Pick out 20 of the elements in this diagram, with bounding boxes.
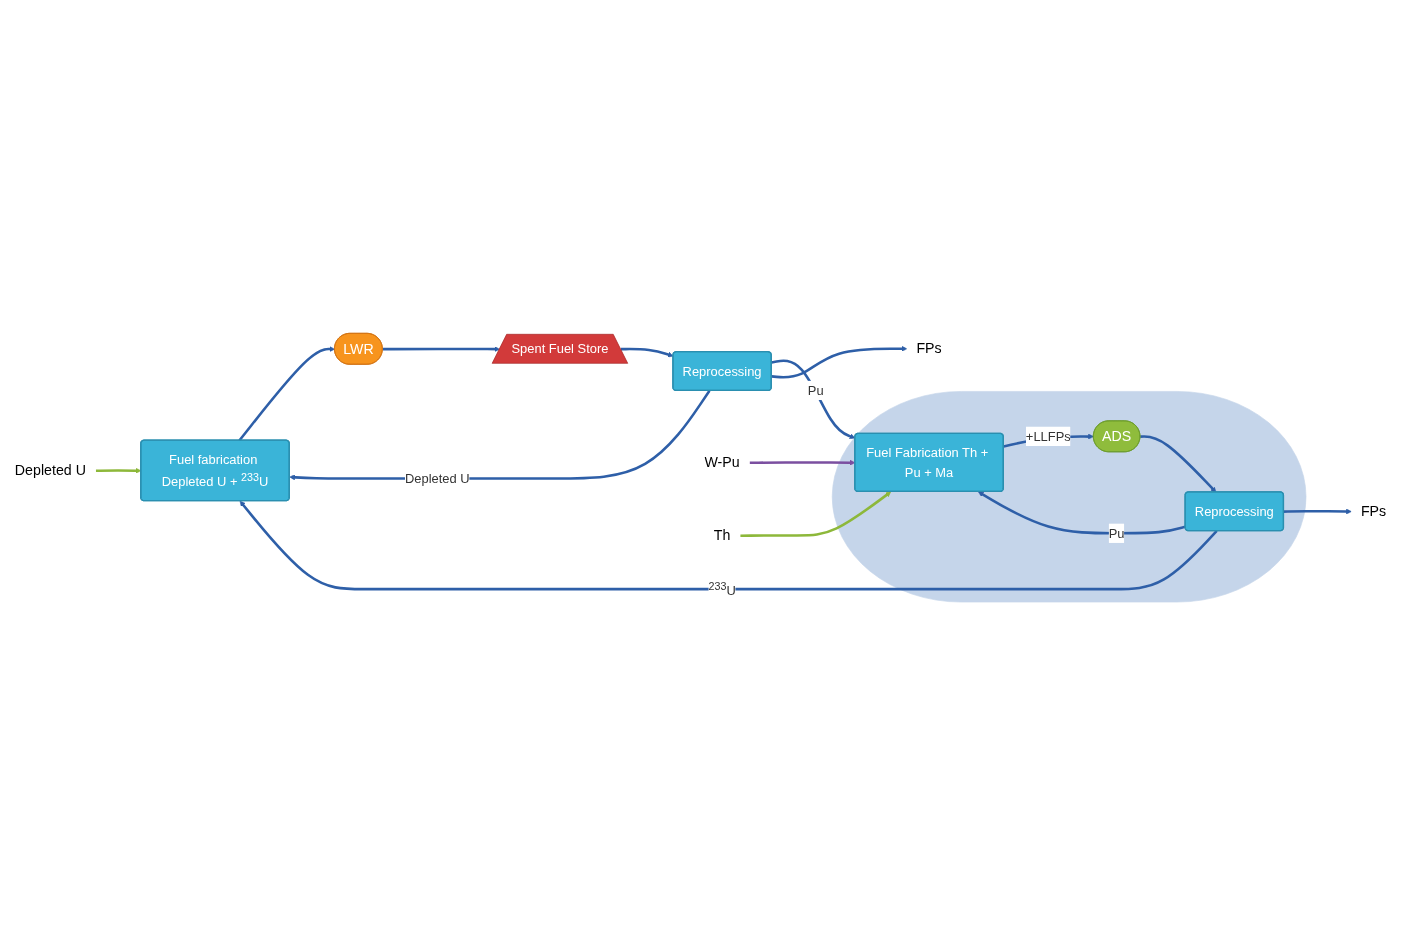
edge-label: Pu xyxy=(807,383,824,398)
node-text: FPs xyxy=(1360,503,1387,520)
edge-label: Pu xyxy=(1108,525,1125,541)
node-text: Th xyxy=(713,527,731,544)
node-text: W-Pu xyxy=(704,454,740,471)
node-text: FPs xyxy=(916,340,942,357)
edge-label: $^{233}$U xyxy=(708,580,736,598)
arrow xyxy=(1140,435,1217,493)
arrow xyxy=(771,359,856,439)
arrow xyxy=(740,491,892,537)
arrow xyxy=(620,347,674,358)
arrow xyxy=(771,345,908,379)
edge-label: +LLFPs xyxy=(1025,429,1071,444)
arrow xyxy=(1283,508,1352,515)
edge-label: Depleted U xyxy=(404,471,470,486)
arrow xyxy=(239,500,1218,591)
arrow xyxy=(238,346,335,442)
arrow xyxy=(978,491,1186,535)
arrow xyxy=(382,346,500,352)
node-text: Depleted U xyxy=(14,462,86,479)
